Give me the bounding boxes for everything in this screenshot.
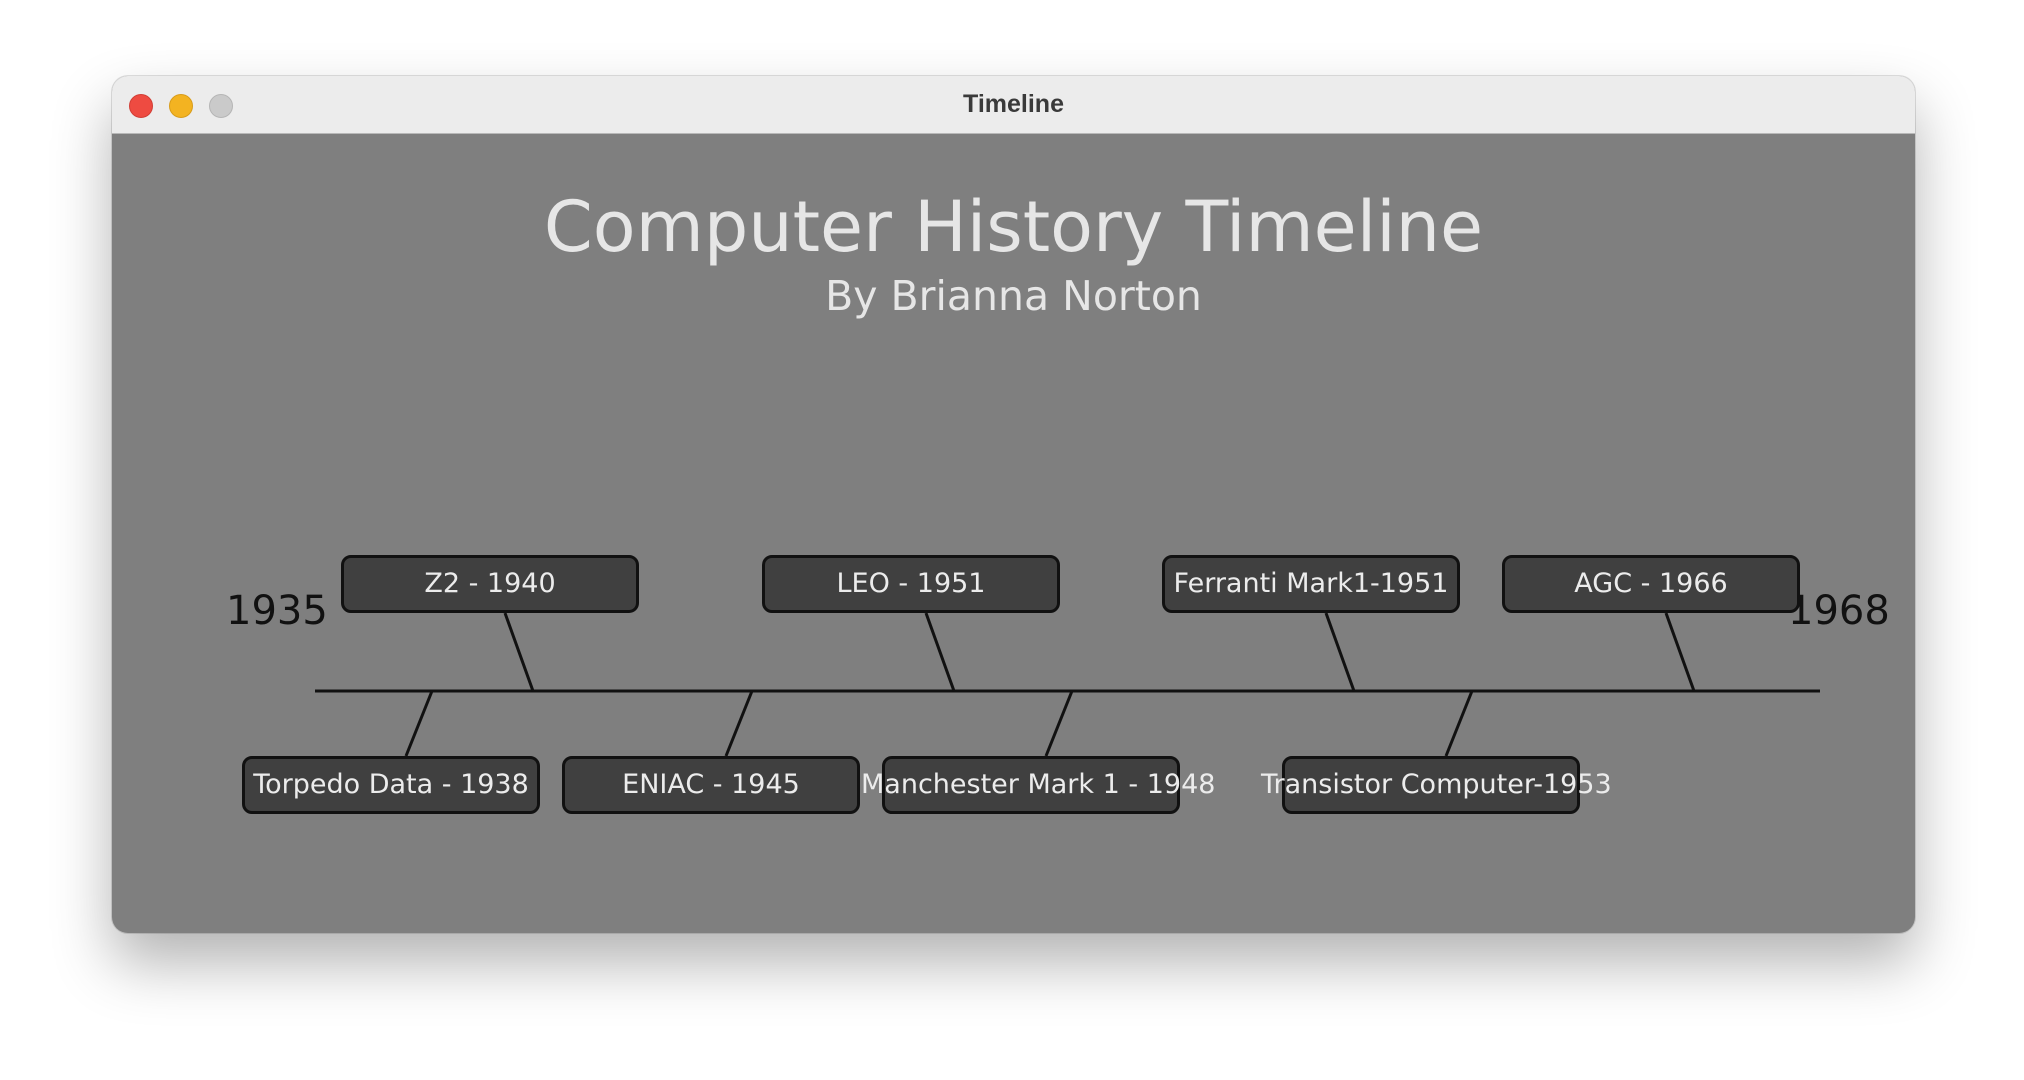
connector-line <box>1444 690 1474 757</box>
event-label: LEO - 1951 <box>836 568 986 599</box>
connector-line <box>404 690 434 757</box>
event-label: AGC - 1966 <box>1574 568 1728 599</box>
minimize-button[interactable] <box>169 94 193 118</box>
connector-line <box>1324 612 1356 692</box>
timeline-graphic <box>315 612 1820 757</box>
event-box <box>1502 555 1800 613</box>
event-box <box>562 756 860 814</box>
connector-line <box>1664 612 1696 692</box>
maximize-button[interactable] <box>209 94 233 118</box>
connector-line <box>724 690 754 757</box>
close-button[interactable] <box>129 94 153 118</box>
event-box <box>882 756 1180 814</box>
page-subtitle: By Brianna Norton <box>825 272 1202 320</box>
event-box <box>341 555 639 613</box>
event-box <box>1162 555 1460 613</box>
connector-line <box>503 612 535 692</box>
event-label: Manchester Mark 1 - 1948 <box>861 769 1216 800</box>
event-box <box>762 555 1060 613</box>
end-year-label: 1968 <box>1788 588 1890 634</box>
event-label: Ferranti Mark1-1951 <box>1173 568 1449 599</box>
start-year-label: 1935 <box>226 588 328 634</box>
window-title: Timeline <box>963 90 1064 118</box>
connector-line <box>924 612 956 692</box>
app-window: Timeline Computer History Timeline By Br… <box>112 76 1915 933</box>
page-title: Computer History Timeline <box>543 186 1484 268</box>
title-bar[interactable]: Timeline <box>112 76 1915 134</box>
event-label: Transistor Computer-1953 <box>1261 769 1612 800</box>
connector-lines <box>404 612 1696 757</box>
event-box <box>242 756 540 814</box>
event-label: ENIAC - 1945 <box>622 769 800 800</box>
event-box <box>1282 756 1580 814</box>
event-label: Torpedo Data - 1938 <box>253 769 529 800</box>
connector-line <box>1044 690 1074 757</box>
timeline-canvas: Computer History Timeline By Brianna Nor… <box>112 134 1915 933</box>
event-label: Z2 - 1940 <box>424 568 556 599</box>
